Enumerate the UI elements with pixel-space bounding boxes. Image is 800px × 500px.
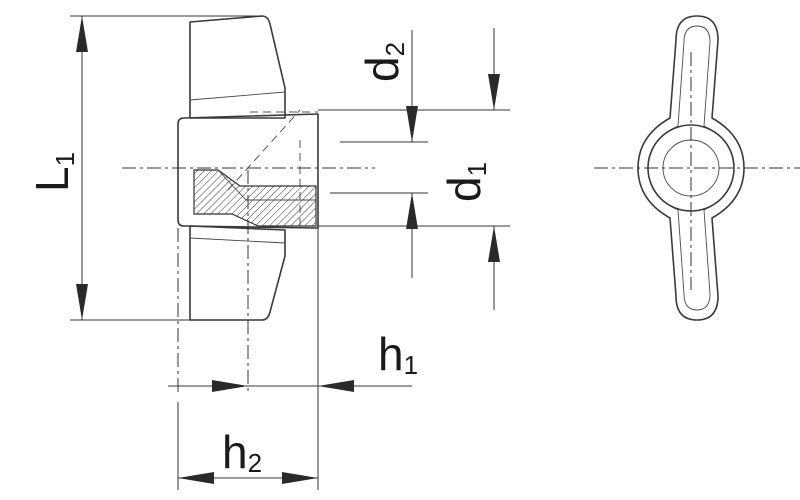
wing-hidden-line (227, 109, 301, 191)
upper-wing-edge-line (189, 91, 286, 101)
h1-arrow-left (212, 380, 248, 392)
dimension-L1: L1 (26, 15, 262, 321)
L1-arrow-bottom (76, 284, 88, 320)
dimension-h2: h2 (177, 402, 318, 490)
h1-label: h1 (378, 328, 418, 380)
d1-arrow-top (488, 74, 500, 110)
dimension-d1: d1 (318, 28, 510, 310)
d2-arrow-bottom (406, 193, 418, 229)
h2-label: h2 (222, 426, 262, 478)
side-view (122, 15, 375, 395)
L1-arrow-top (76, 16, 88, 52)
wing-nut-outer-outline (637, 15, 745, 321)
threaded-insert-inner-line (217, 169, 316, 201)
threaded-insert-section (193, 169, 317, 227)
d2-arrow-top (406, 106, 418, 142)
d1-arrow-bottom (488, 226, 500, 262)
L1-label: L1 (26, 152, 80, 192)
h1-arrow-right (318, 380, 354, 392)
d1-label: d1 (438, 162, 492, 202)
lower-wing-outline (189, 225, 286, 321)
upper-wing-outline (189, 15, 286, 119)
dimension-d2: d2 (330, 30, 428, 278)
lower-wing-edge-line (189, 237, 286, 244)
d2-label: d2 (356, 42, 410, 82)
h2-arrow-left (178, 472, 214, 484)
front-view (594, 15, 800, 321)
dimension-h1: h1 (168, 228, 418, 490)
h2-arrow-right (282, 472, 318, 484)
